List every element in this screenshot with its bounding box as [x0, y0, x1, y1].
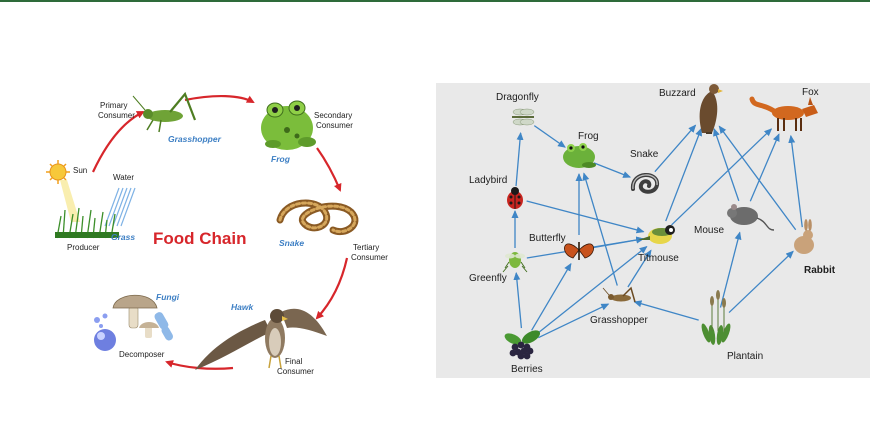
grass-base: [55, 232, 119, 238]
label-snake: Snake: [630, 149, 659, 160]
label-butterfly: Butterfly: [529, 233, 566, 244]
label-producer: Producer: [67, 243, 100, 252]
buzzard-icon: [699, 84, 723, 134]
arrow-berries-to-titmouse: [535, 245, 648, 335]
sun-icon: [46, 160, 70, 184]
label-titmouse: Titmouse: [638, 253, 679, 264]
arrow-plantain-to-rabbit: [728, 250, 794, 314]
label-tertiary-consumer-1: Tertiary: [353, 243, 379, 252]
label-grasshopper: Grasshopper: [168, 134, 222, 144]
frog-icon: [563, 143, 596, 168]
label-decomposer: Decomposer: [119, 350, 165, 359]
arrow-butterfly-to-titmouse: [593, 236, 645, 249]
arrow-grasshopper-to-frog: [582, 172, 618, 286]
label-snake: Snake: [279, 238, 304, 248]
label-tertiary-consumer-2: Consumer: [351, 253, 388, 262]
hawk-icon: [195, 308, 327, 370]
label-mouse: Mouse: [694, 225, 724, 236]
fungi-icon: [94, 294, 173, 351]
label-buzzard: Buzzard: [659, 88, 696, 99]
greenfly-icon: [502, 252, 528, 273]
arrow-ladybird-to-dragonfly: [515, 131, 524, 187]
arrow-titmouse-to-buzzard: [665, 127, 702, 222]
grasshopper-icon: [132, 91, 197, 133]
label-sun: Sun: [73, 166, 87, 175]
arrow-ladybird-to-titmouse: [526, 200, 645, 234]
label-final-consumer-1: Final: [285, 357, 303, 366]
grasshopper-icon: [602, 286, 636, 303]
label-dragonfly: Dragonfly: [496, 92, 539, 103]
label-ladybird: Ladybird: [469, 175, 507, 186]
fox-icon: [749, 96, 818, 131]
arrow-dragonfly-to-frog: [533, 125, 566, 148]
food-chain-title: Food Chain: [153, 229, 246, 248]
food-chain-diagram: Sun Water Grass Producer Primary Consume…: [35, 80, 405, 380]
butterfly-icon: [564, 242, 594, 260]
arrow-titmouse-to-fox: [671, 128, 773, 226]
arrow-frog-to-snake: [593, 162, 632, 178]
mouse-icon: [727, 204, 775, 231]
arrow-plantain-to-grasshopper: [633, 300, 699, 321]
label-primary-consumer-1: Primary: [100, 101, 128, 110]
arrow-grasshopper-to-titmouse: [627, 249, 652, 288]
arrow-tertiary-to-final: [315, 257, 349, 320]
plantain-icon: [701, 290, 731, 345]
label-frog: Frog: [271, 154, 291, 164]
arrow-mouse-to-fox: [749, 133, 780, 202]
arrow-primary-to-secondary: [184, 94, 255, 103]
sunlight-beam: [60, 180, 80, 222]
top-divider-line: [0, 0, 870, 2]
arrow-plantain-to-mouse: [719, 231, 742, 308]
snake-icon: [276, 199, 359, 235]
dragonfly-icon: [512, 108, 535, 126]
label-secondary-consumer-2: Consumer: [316, 121, 353, 130]
food-web-arrows: [511, 124, 803, 339]
label-hawk: Hawk: [231, 302, 254, 312]
label-water: Water: [113, 173, 134, 182]
water-icon: [104, 187, 136, 227]
label-grasshopper: Grasshopper: [590, 315, 648, 326]
berries-icon: [504, 330, 541, 360]
food-web-icons: [502, 84, 818, 360]
arrow-berries-to-greenfly: [513, 271, 523, 329]
arrow-snake-to-buzzard: [654, 124, 697, 173]
label-fungi: Fungi: [156, 292, 180, 302]
label-fox: Fox: [802, 87, 819, 98]
arrow-secondary-to-tertiary: [316, 147, 342, 192]
label-secondary-consumer-1: Secondary: [314, 111, 352, 120]
rabbit-icon: [794, 219, 814, 254]
snake-icon: [631, 173, 659, 194]
arrow-producer-to-primary: [92, 111, 145, 173]
label-berries: Berries: [511, 364, 543, 375]
ladybird-icon: [507, 187, 523, 209]
arrow-mouse-to-buzzard: [713, 128, 740, 202]
label-plantain: Plantain: [727, 351, 763, 362]
label-grass: Grass: [111, 232, 135, 242]
arrow-berries-to-butterfly: [531, 262, 572, 331]
label-final-consumer-2: Consumer: [277, 367, 314, 376]
arrow-rabbit-to-fox: [788, 134, 803, 228]
arrow-berries-to-grasshopper: [538, 303, 610, 339]
label-rabbit: Rabbit: [804, 265, 836, 276]
label-primary-consumer-2: Consumer: [98, 111, 135, 120]
frog-icon: [261, 100, 316, 150]
arrow-rabbit-to-buzzard: [718, 125, 797, 231]
label-greenfly: Greenfly: [469, 273, 507, 284]
bird-icon: [638, 225, 675, 244]
label-frog: Frog: [578, 131, 599, 142]
